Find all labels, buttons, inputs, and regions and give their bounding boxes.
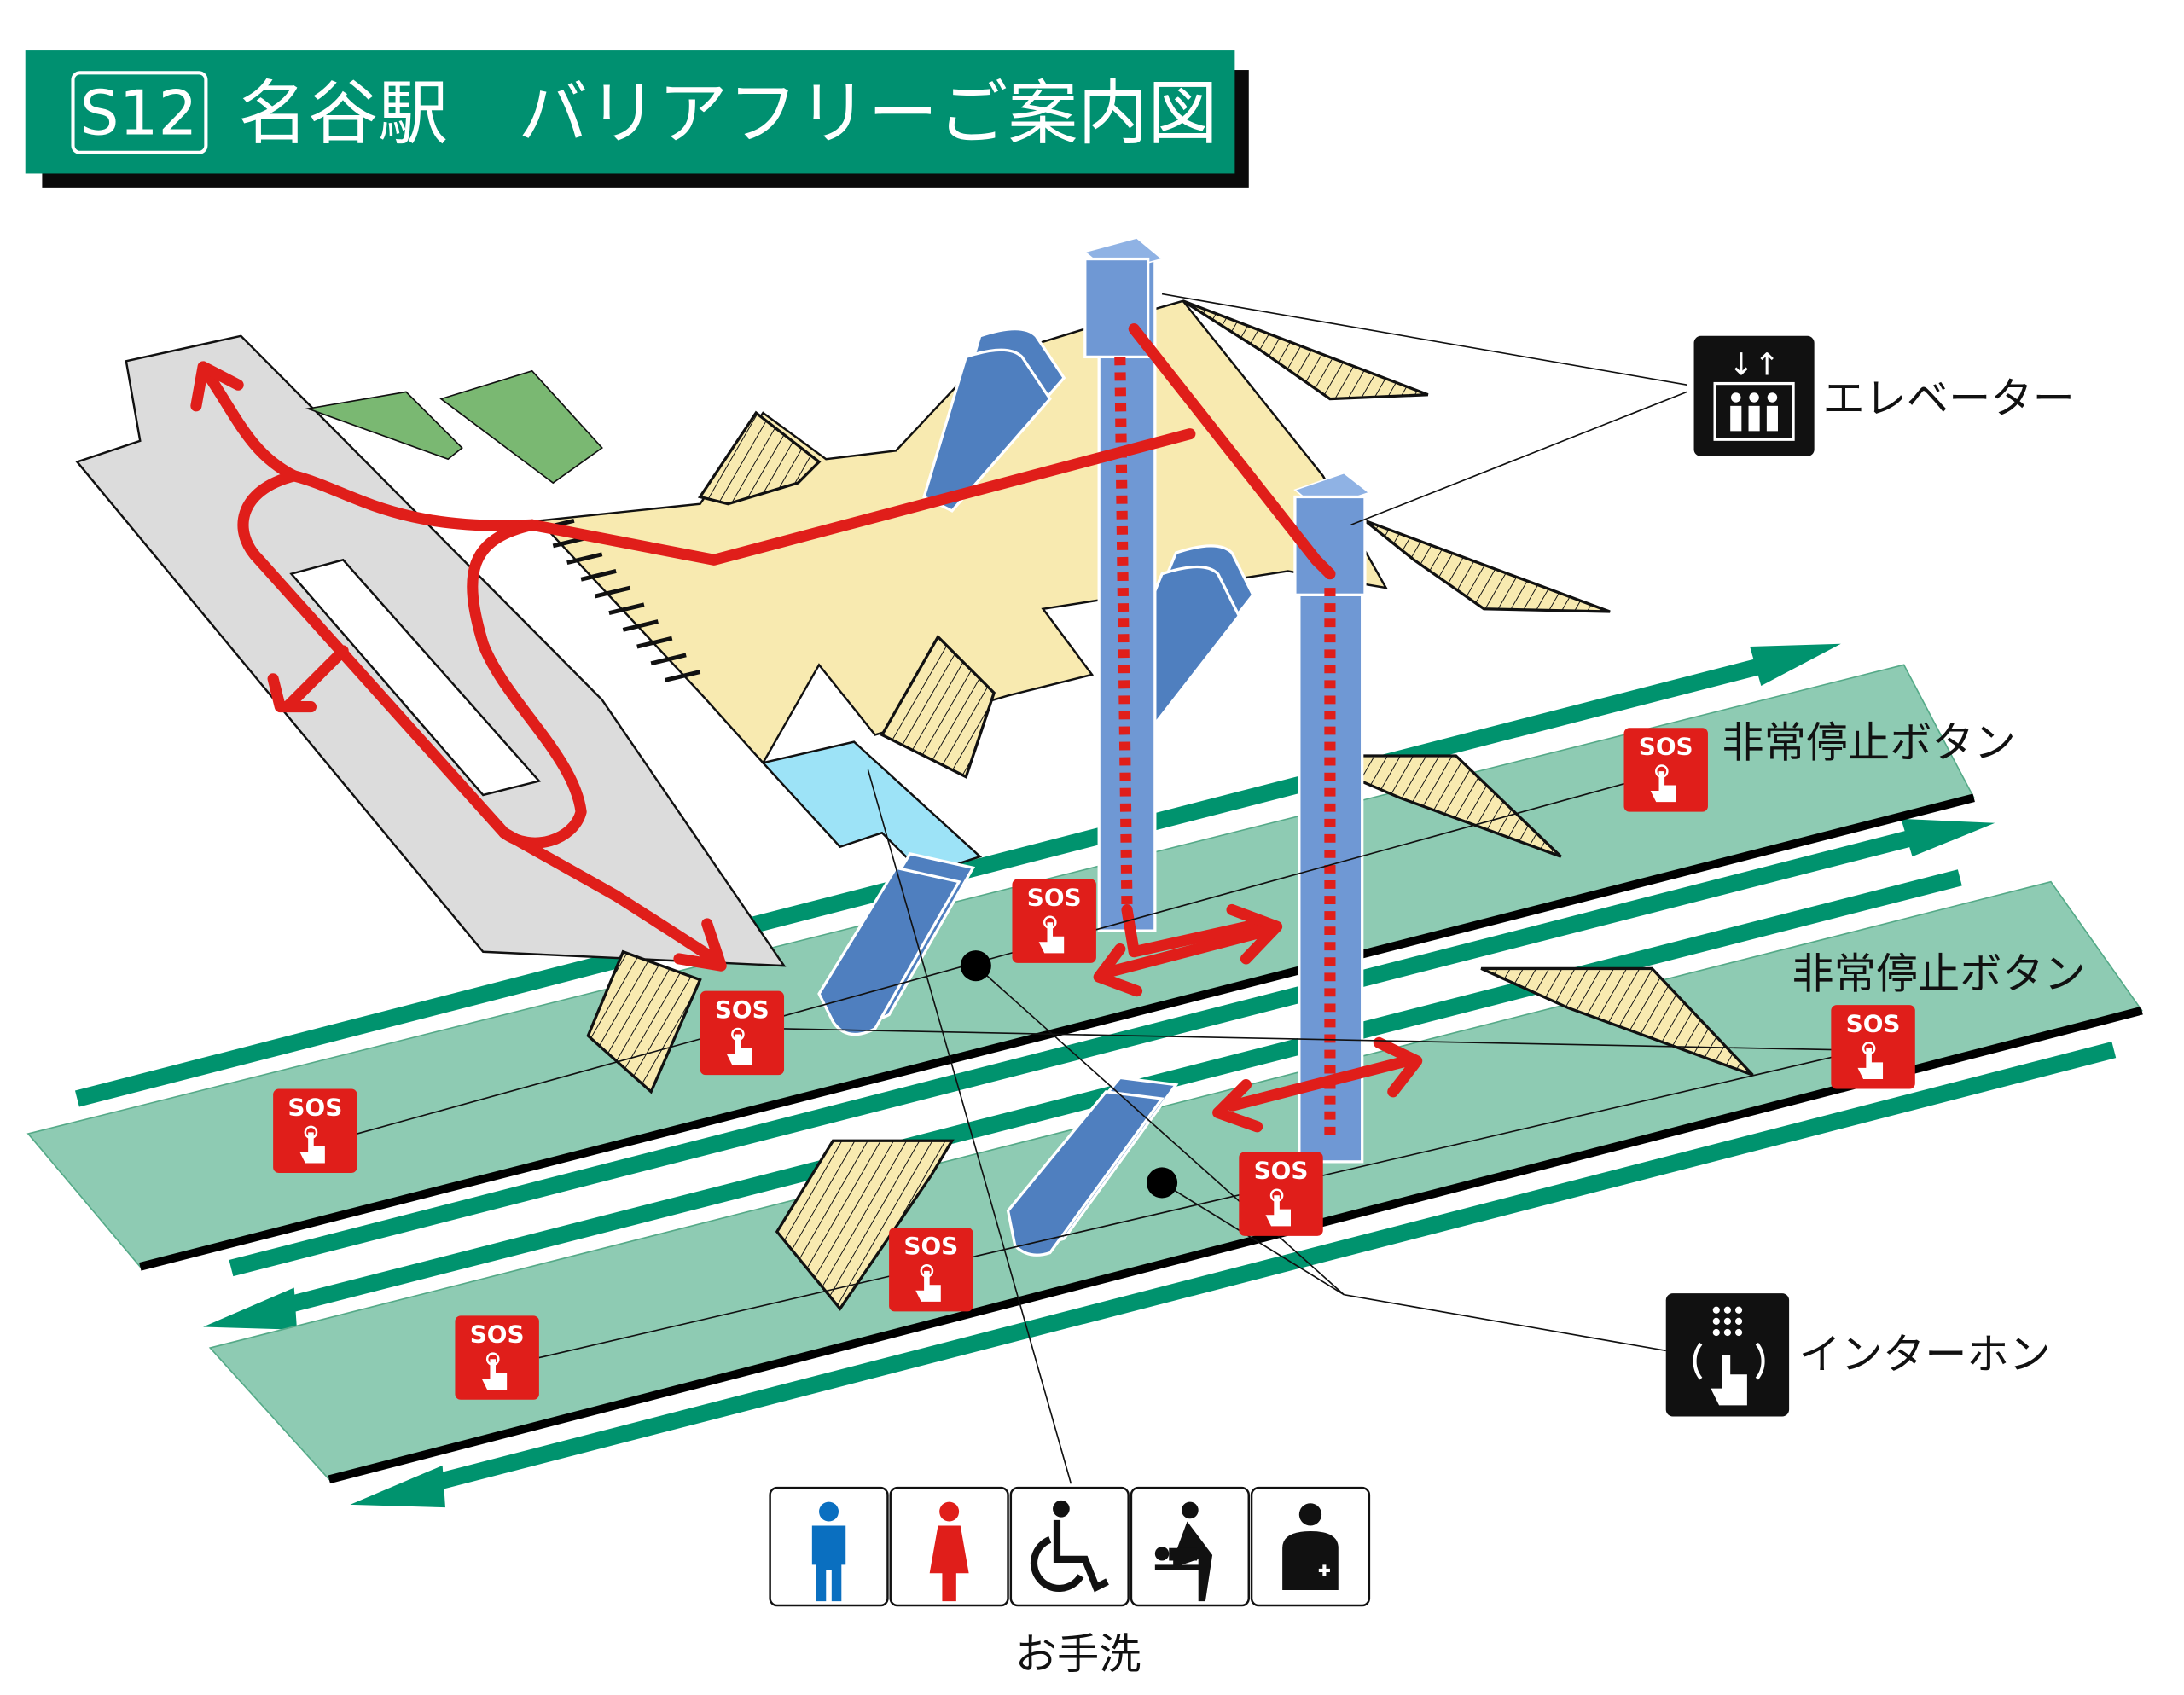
svg-text:SOS: SOS: [903, 1232, 958, 1260]
sos-button: SOS: [1831, 1005, 1915, 1089]
svg-text:SOS: SOS: [1846, 1009, 1901, 1037]
elevator-legend: ↓↑ エレベーター: [1693, 335, 2075, 456]
emergency-stop-label-lower: 非常停止ボタン: [1792, 949, 2086, 998]
ostomate-icon: [1250, 1486, 1371, 1607]
sos-button: SOS: [889, 1227, 973, 1312]
intercom-marker-1: [960, 950, 991, 982]
track-arrow-right-2: [1901, 818, 1995, 857]
track-line-4: [417, 1042, 2117, 1495]
accessible-route: [190, 323, 1423, 1141]
women-icon: [889, 1486, 1009, 1607]
escalators: [817, 328, 1255, 1257]
track-arrow-left-3: [203, 1287, 298, 1330]
station-code-box: [71, 71, 208, 154]
track-arrow-right-1: [1750, 643, 1841, 686]
emergency-stop-label-upper: 非常停止ボタン: [1722, 718, 2016, 768]
restroom-legend: お手洗: [769, 1486, 1371, 1679]
concourse-yellow-area: [537, 299, 1388, 765]
restroom-label: お手洗: [1015, 1629, 1141, 1679]
sos-button: SOS: [273, 1088, 357, 1173]
stairs: [586, 299, 1754, 1311]
sos-button: SOS: [700, 990, 785, 1076]
svg-text:SOS: SOS: [288, 1094, 342, 1122]
leader-lines: [357, 293, 1834, 1484]
svg-text:SOS: SOS: [1639, 732, 1693, 760]
page-title: バリアフリーご案内図: [518, 73, 1217, 154]
ticket-gates: [538, 518, 701, 682]
svg-text:SOS: SOS: [1254, 1157, 1309, 1185]
sos-button: SOS: [455, 1315, 539, 1400]
intercom-legend: インターホン: [1665, 1293, 2051, 1417]
elevator-label: エレベーター: [1822, 374, 2074, 423]
station-code: S12: [80, 78, 198, 150]
green-roof-patches: [305, 369, 603, 485]
title-banner: S12 名谷駅 バリアフリーご案内図: [25, 50, 1249, 188]
men-icon: [769, 1486, 889, 1607]
intercom-marker-2: [1146, 1167, 1178, 1199]
svg-text:SOS: SOS: [715, 996, 770, 1024]
track-line-2: [229, 827, 1923, 1277]
svg-text:SOS: SOS: [1027, 884, 1082, 912]
station-name: 名谷駅: [238, 73, 448, 154]
sos-button: SOS: [1012, 879, 1096, 963]
sos-button: SOS: [1239, 1152, 1323, 1236]
sos-button: SOS: [1623, 728, 1708, 812]
baby-changing-icon: [1130, 1486, 1250, 1607]
intercom-label: インターホン: [1799, 1330, 2051, 1379]
svg-text:↓↑: ↓↑: [1728, 347, 1780, 383]
track-arrow-left-4: [350, 1465, 445, 1508]
wheelchair-icon: [1009, 1486, 1130, 1607]
svg-text:SOS: SOS: [470, 1321, 525, 1349]
